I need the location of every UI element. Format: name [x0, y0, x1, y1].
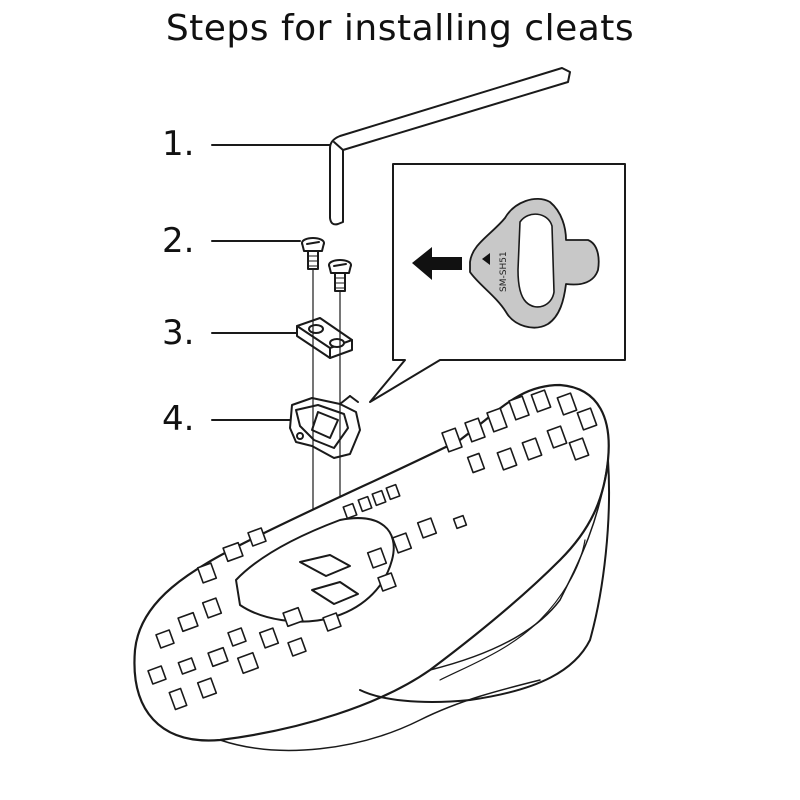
step-label-2: 2. [162, 221, 195, 261]
step-label-3: 3. [162, 313, 195, 353]
tread-lugs [147, 389, 598, 711]
diagram-title: Steps for installing cleats [165, 8, 635, 49]
cleat-icon [289, 395, 361, 459]
cleat-bolt-icon [301, 237, 325, 270]
cleat-bolt-icon [328, 259, 352, 292]
hex-key-icon [329, 67, 571, 226]
step-label-4: 4. [162, 399, 195, 439]
step-label-1: 1. [162, 124, 195, 164]
cleat-model-label: SM-SH51 [499, 251, 509, 292]
cleat-washer-plate-icon [296, 317, 353, 359]
direction-arrow-icon [412, 247, 462, 280]
cleat-detail-inset: SM-SH51 [412, 197, 600, 329]
